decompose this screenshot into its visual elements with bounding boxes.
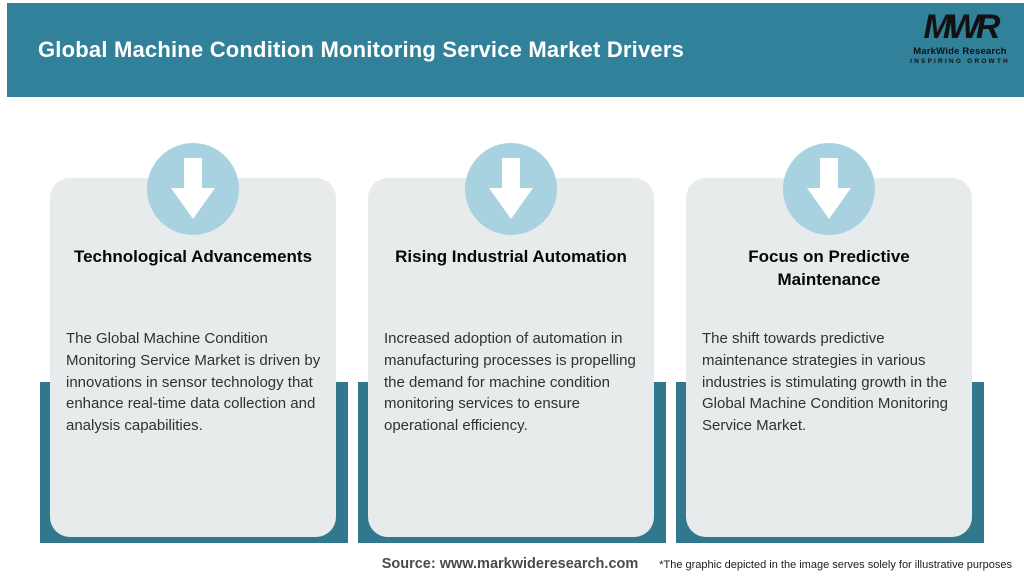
card-title: Focus on Predictive Maintenance [748, 247, 910, 289]
arrow-circle [147, 143, 239, 235]
driver-card: Technological Advancements The Global Ma… [50, 178, 336, 537]
down-arrow-icon [171, 158, 215, 219]
driver-column-3: Focus on Predictive Maintenance The shif… [671, 0, 989, 576]
markwide-research-logo: MWR MarkWide Research INSPIRING GROWTH [908, 10, 1012, 65]
card-title: Rising Industrial Automation [395, 247, 627, 266]
driver-column-1: Technological Advancements The Global Ma… [35, 0, 353, 576]
arrow-circle [465, 143, 557, 235]
card-body: Increased adoption of automation in manu… [384, 330, 636, 434]
header-bar: Global Machine Condition Monitoring Serv… [7, 3, 1024, 97]
logo-name: MarkWide Research [913, 46, 1007, 57]
logo-mark: MWR [923, 8, 1001, 46]
card-body: The shift towards predictive maintenance… [702, 330, 948, 434]
arrow-circle [783, 143, 875, 235]
down-arrow-icon [807, 158, 851, 219]
down-arrow-icon [489, 158, 533, 219]
card-body: The Global Machine Condition Monitoring … [66, 330, 321, 434]
driver-card: Rising Industrial Automation Increased a… [368, 178, 654, 537]
driver-card: Focus on Predictive Maintenance The shif… [686, 178, 972, 537]
disclaimer-text: *The graphic depicted in the image serve… [659, 559, 1012, 571]
driver-column-2: Rising Industrial Automation Increased a… [353, 0, 671, 576]
logo-tagline: INSPIRING GROWTH [910, 58, 1010, 65]
page-title: Global Machine Condition Monitoring Serv… [38, 37, 685, 62]
source-text: Source: www.markwideresearch.com [381, 556, 639, 572]
card-title: Technological Advancements [73, 247, 313, 266]
